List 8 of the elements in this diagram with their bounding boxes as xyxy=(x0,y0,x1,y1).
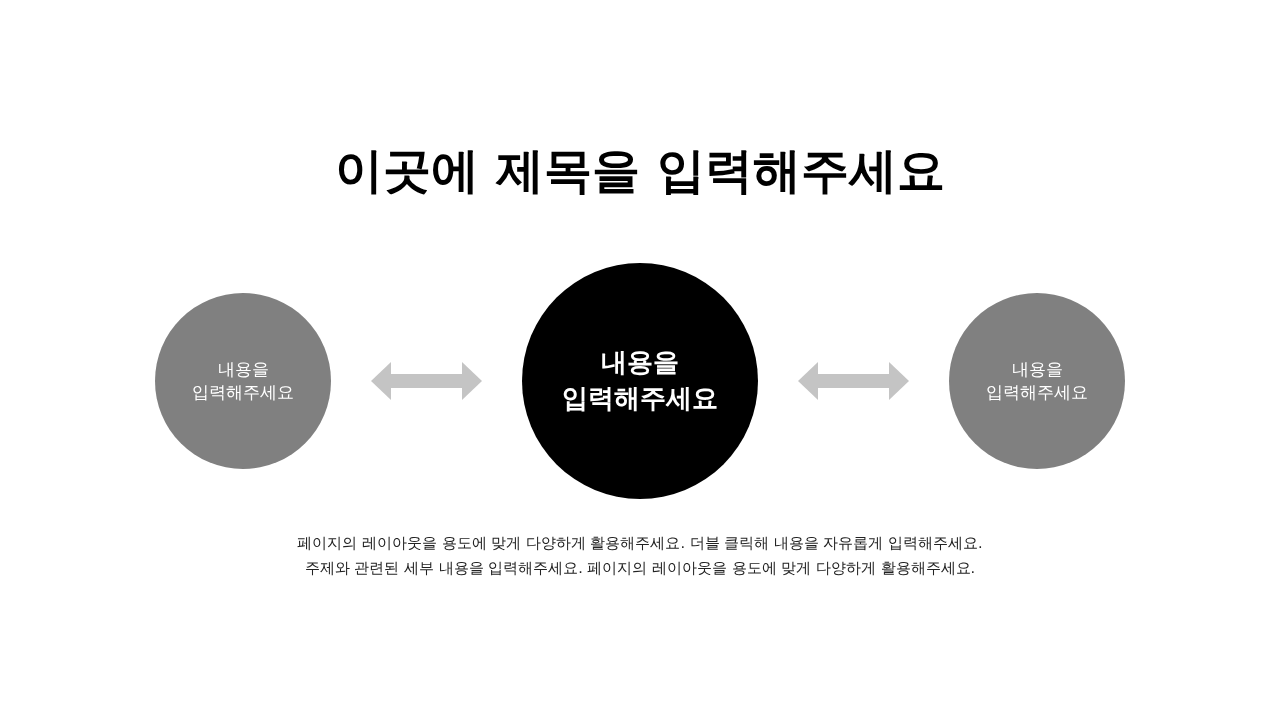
circle-text: 내용을 입력해주세요 xyxy=(191,357,295,404)
description-text: 페이지의 레이아웃을 용도에 맞게 다양하게 활용해주세요. 더블 클릭해 내용을 자유롭게 입력해주세요. xyxy=(297,534,983,553)
double-arrow xyxy=(798,362,909,400)
title: 이곳에 제목을 입력해주세요 xyxy=(335,141,945,200)
double-arrow xyxy=(371,362,482,400)
circle-text: 내용을 입력해주세요 xyxy=(985,357,1089,404)
description-text: 주제와 관련된 세부 내용을 입력해주세요. 페이지의 레이아웃을 용도에 맞게 다양하게 활용해주세요. xyxy=(304,559,976,578)
circle-text: 내용을 입력해주세요 xyxy=(561,346,719,415)
